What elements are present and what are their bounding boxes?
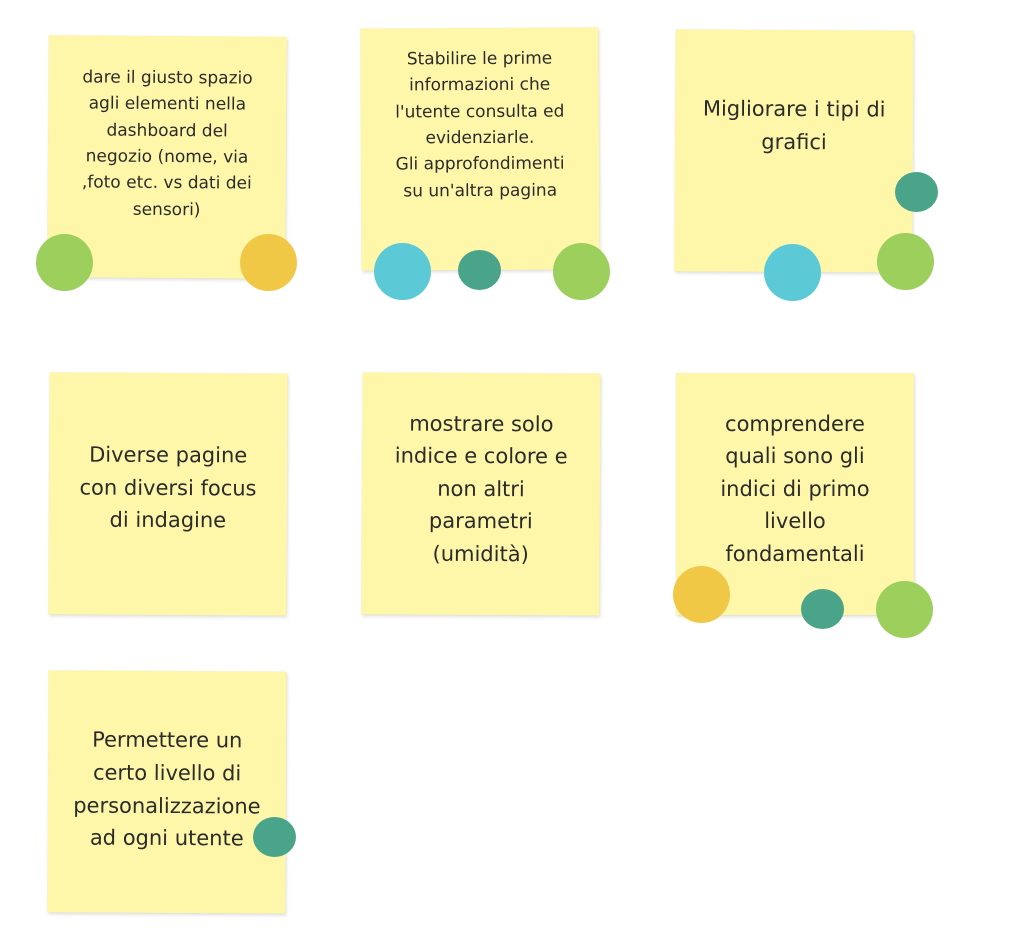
teal-vote-dot[interactable] [458, 250, 501, 290]
sticky-note-text: Diverse pagine con diversi focus di inda… [79, 442, 257, 533]
sticky-note-text: mostrare solo indice e colore e non altr… [394, 411, 568, 567]
green-vote-dot[interactable] [553, 243, 610, 300]
sticky-note[interactable]: Diverse pagine con diversi focus di inda… [48, 372, 288, 616]
sticky-note-text: Migliorare i tipi di grafici [702, 96, 886, 155]
teal-vote-dot[interactable] [801, 589, 844, 629]
yellow-vote-dot[interactable] [673, 566, 730, 623]
blue-vote-dot[interactable] [764, 244, 821, 301]
sticky-note[interactable]: Permettere un certo livello di personali… [47, 670, 287, 914]
sticky-note[interactable]: mostrare solo indice e colore e non altr… [361, 372, 601, 616]
sticky-note-text: dare il giusto spazio agli elementi nell… [81, 67, 253, 220]
sticky-note[interactable]: Migliorare i tipi di grafici [674, 29, 914, 273]
green-vote-dot[interactable] [876, 581, 933, 638]
teal-vote-dot[interactable] [253, 817, 296, 857]
sticky-note-text: Stabilire le prime informazioni che l'ut… [395, 48, 565, 202]
sticky-note-text: Permettere un certo livello di personali… [73, 728, 261, 851]
green-vote-dot[interactable] [877, 233, 934, 290]
blue-vote-dot[interactable] [374, 243, 431, 300]
teal-vote-dot[interactable] [895, 172, 938, 212]
sticky-note-text: comprendere quali sono gli indici di pri… [720, 411, 870, 566]
yellow-vote-dot[interactable] [240, 234, 297, 291]
green-vote-dot[interactable] [36, 234, 93, 291]
sticky-note[interactable]: Stabilire le prime informazioni che l'ut… [360, 27, 600, 271]
